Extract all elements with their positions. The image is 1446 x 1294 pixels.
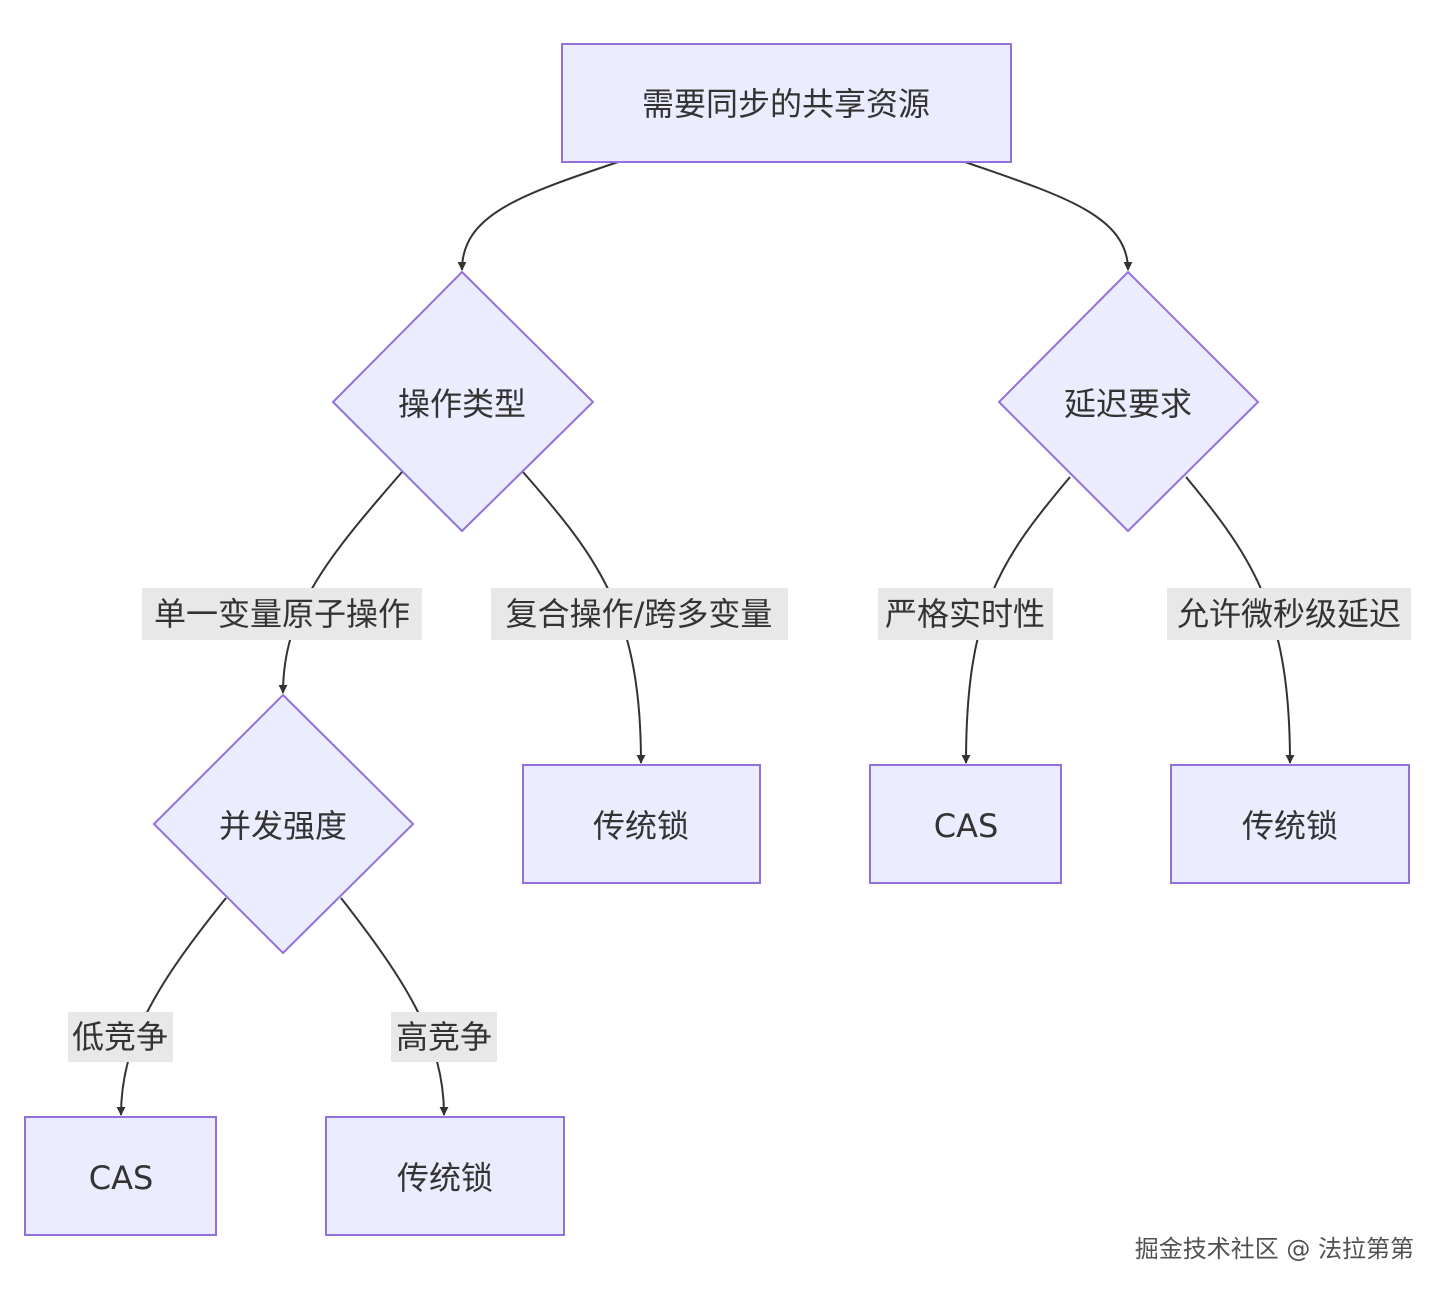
edge-label-single-atomic: 单一变量原子操作 <box>142 588 422 640</box>
svg-text:CAS: CAS <box>934 807 999 845</box>
node-root: 需要同步的共享资源 <box>561 43 1012 163</box>
edge-concurrency-to-lock-high <box>340 897 449 1116</box>
node-lock-high: 传统锁 <box>325 1116 565 1236</box>
svg-text:传统锁: 传统锁 <box>1242 807 1338 845</box>
edge-label-composite: 复合操作/跨多变量 <box>491 588 788 640</box>
edge-concurrency-to-cas-low <box>116 897 227 1116</box>
watermark: 掘金技术社区 @ 法拉第第 <box>1134 1235 1414 1263</box>
svg-text:传统锁: 传统锁 <box>397 1159 493 1197</box>
node-lock-composite: 传统锁 <box>522 764 761 884</box>
svg-text:单一变量原子操作: 单一变量原子操作 <box>154 595 410 633</box>
svg-text:严格实时性: 严格实时性 <box>885 595 1045 633</box>
edge-root-to-latency <box>964 161 1133 271</box>
edge-op-type-to-concurrency <box>278 471 403 694</box>
svg-text:允许微秒级延迟: 允许微秒级延迟 <box>1177 595 1401 633</box>
svg-text:高竞争: 高竞争 <box>396 1018 492 1056</box>
node-op-type: 操作类型 <box>331 270 595 533</box>
edge-label-allow-latency: 允许微秒级延迟 <box>1167 588 1411 640</box>
node-cas-strict: CAS <box>869 764 1062 884</box>
svg-text:复合操作/跨多变量: 复合操作/跨多变量 <box>506 595 773 633</box>
svg-text:传统锁: 传统锁 <box>593 807 689 845</box>
svg-text:CAS: CAS <box>89 1159 154 1197</box>
svg-text:并发强度: 并发强度 <box>219 807 347 845</box>
node-latency: 延迟要求 <box>997 270 1260 533</box>
svg-text:操作类型: 操作类型 <box>398 385 526 423</box>
svg-text:需要同步的共享资源: 需要同步的共享资源 <box>642 85 930 123</box>
svg-text:延迟要求: 延迟要求 <box>1064 385 1192 423</box>
edge-label-high-contention: 高竞争 <box>391 1012 497 1062</box>
node-lock-latency: 传统锁 <box>1170 764 1410 884</box>
edge-label-low-contention: 低竞争 <box>68 1012 173 1062</box>
edge-root-to-op-type <box>457 161 619 271</box>
edge-label-strict-realtime: 严格实时性 <box>878 588 1053 640</box>
node-cas-low: CAS <box>24 1116 217 1236</box>
node-concurrency: 并发强度 <box>152 693 415 955</box>
svg-text:低竞争: 低竞争 <box>72 1018 168 1056</box>
